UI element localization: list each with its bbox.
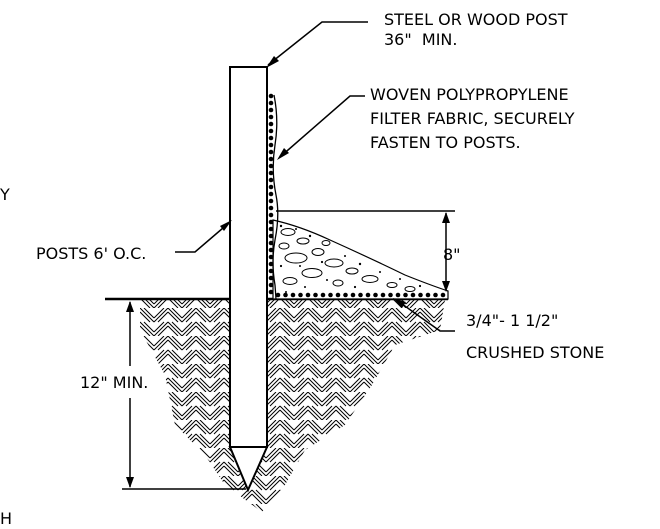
posts-spacing-label: POSTS 6' O.C. xyxy=(36,244,146,263)
stone-height-label: 8" xyxy=(443,245,461,264)
fabric-dot xyxy=(268,163,274,169)
stone-arrow xyxy=(393,298,406,308)
fabric-dot xyxy=(268,240,274,246)
depth-arrow-bottom xyxy=(126,477,134,488)
fabric-dots-vertical xyxy=(268,93,274,295)
crushed-stone-pile xyxy=(272,219,449,300)
stone-label-line1: 3/4"- 1 1/2" xyxy=(466,311,558,330)
fabric-dot xyxy=(418,292,423,298)
fabric-dot xyxy=(440,292,446,298)
fabric-dot xyxy=(358,292,363,298)
stone-height-arrow-bottom xyxy=(442,281,450,292)
left-edge-text-bottom: H xyxy=(0,509,12,528)
fabric-label-line1: WOVEN POLYPROPYLENE xyxy=(370,85,569,104)
fabric-dot xyxy=(313,292,318,298)
fabric-dot xyxy=(268,261,274,267)
soil-hatch xyxy=(140,300,445,512)
fabric-dot xyxy=(268,191,274,197)
fabric-dot xyxy=(268,184,274,190)
fabric-dot xyxy=(268,121,274,127)
fabric-dot xyxy=(290,292,296,298)
post-label-line2: 36" MIN. xyxy=(384,30,457,49)
fabric-dots-horizontal xyxy=(275,292,446,298)
left-edge-text-top: Y xyxy=(0,185,10,204)
fabric-dot xyxy=(283,292,288,298)
fabric-dot xyxy=(268,170,274,176)
fabric-dot xyxy=(268,198,274,204)
fabric-dot xyxy=(268,149,274,155)
fabric-dot xyxy=(268,219,274,225)
fabric-dot xyxy=(268,289,274,295)
fabric-dot xyxy=(268,212,274,218)
stone-texture xyxy=(278,228,416,292)
post-label-arrow xyxy=(266,56,279,68)
fabric-dot xyxy=(305,292,311,298)
fabric-dot xyxy=(320,292,326,298)
fabric-label-line2: FILTER FABRIC, SECURELY xyxy=(370,109,575,128)
fabric-dot xyxy=(395,292,401,298)
fabric-dot xyxy=(268,107,274,113)
fabric-dot xyxy=(268,233,274,239)
depth-label: 12" MIN. xyxy=(80,373,148,392)
fabric-dot xyxy=(275,292,281,298)
fabric-dot xyxy=(268,282,274,288)
fabric-dot xyxy=(268,135,274,141)
fabric-dot xyxy=(373,292,378,298)
stone-fine-dots xyxy=(279,224,422,293)
fabric-label-arrow xyxy=(277,148,289,160)
depth-arrow-top xyxy=(126,301,134,312)
fabric-dot xyxy=(335,292,341,298)
fabric-dot xyxy=(268,205,274,211)
post xyxy=(229,66,268,448)
posts-spacing-arrow xyxy=(220,220,232,231)
fabric-dot xyxy=(380,292,386,298)
fabric-dot xyxy=(388,292,393,298)
fabric-dot xyxy=(268,142,274,148)
posts-spacing-leader xyxy=(175,221,231,253)
fabric-dot xyxy=(268,156,274,162)
post-label-line1: STEEL OR WOOD POST xyxy=(384,10,568,29)
fabric-dot xyxy=(268,275,274,281)
fabric-dot xyxy=(425,292,431,298)
fabric-dot xyxy=(403,292,408,298)
fabric-label-line3: FASTEN TO POSTS. xyxy=(370,133,521,152)
fabric-dot xyxy=(365,292,371,298)
fabric-dot xyxy=(268,226,274,232)
stone-height-arrow-top xyxy=(442,212,450,223)
fabric-dot xyxy=(268,93,274,99)
fabric-dot xyxy=(433,292,438,298)
fabric-dot xyxy=(268,128,274,134)
post-label-leader xyxy=(267,21,368,66)
fabric-dot xyxy=(268,247,274,253)
fabric-dot xyxy=(268,100,274,106)
fabric-dot xyxy=(268,177,274,183)
fabric-dot xyxy=(298,292,303,298)
fabric-dot xyxy=(268,114,274,120)
fabric-dot xyxy=(343,292,348,298)
fabric-dot xyxy=(268,268,274,274)
fabric-dot xyxy=(268,254,274,260)
fabric-label-leader xyxy=(279,95,365,158)
fabric-dot xyxy=(410,292,416,298)
fabric-dot xyxy=(328,292,333,298)
stone-leader xyxy=(394,298,455,332)
fabric-dot xyxy=(350,292,356,298)
stone-label-line2: CRUSHED STONE xyxy=(466,343,604,362)
